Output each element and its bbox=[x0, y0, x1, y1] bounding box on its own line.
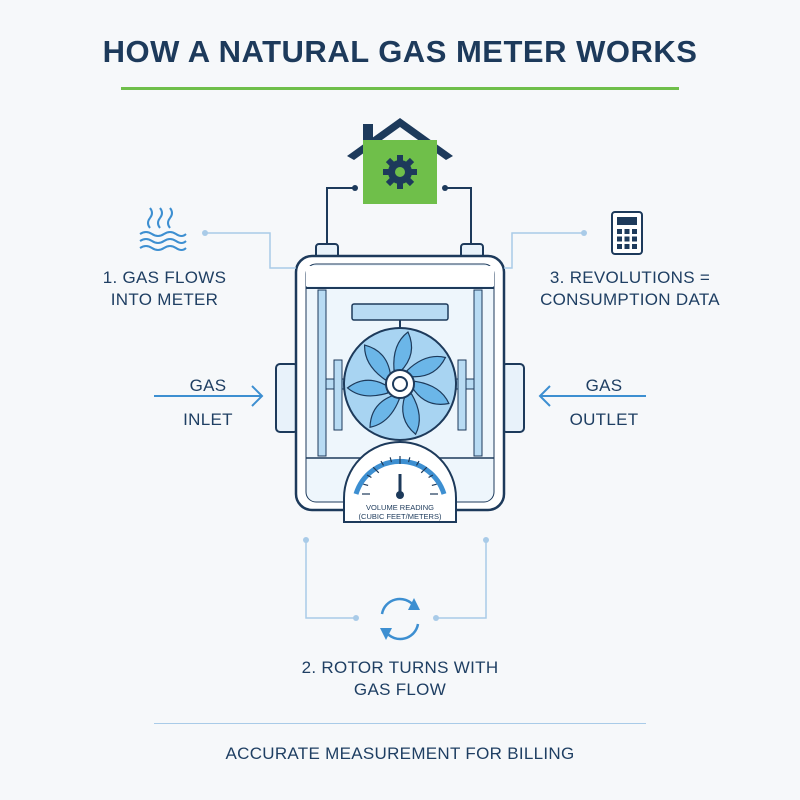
dial-tick bbox=[366, 474, 372, 479]
footer-caption: ACCURATE MEASUREMENT FOR BILLING bbox=[225, 744, 575, 763]
inlet-line2: INLET bbox=[183, 410, 233, 429]
outlet-line2: OUTLET bbox=[569, 410, 639, 429]
step-1-line1: 1. GAS FLOWS bbox=[102, 268, 227, 287]
dial-label-line1: VOLUME READING bbox=[366, 503, 434, 512]
gas-inlet-label: GAS INLET bbox=[168, 369, 248, 437]
step-connectors bbox=[205, 232, 584, 619]
step-2-line1: 2. ROTOR TURNS WITH bbox=[301, 658, 499, 677]
dial-tick bbox=[415, 460, 420, 466]
rotor-fan bbox=[343, 327, 457, 441]
dial-tick bbox=[428, 474, 434, 479]
volume-dial: VOLUME READING (CUBIC FEET/METERS) bbox=[343, 441, 457, 523]
dial-tick bbox=[431, 483, 437, 487]
gas-outlet-label: GAS OUTLET bbox=[556, 369, 652, 437]
page-title: HOW A NATURAL GAS METER WORKS bbox=[102, 34, 698, 69]
step-3-line1: 3. REVOLUTIONS = bbox=[549, 268, 711, 287]
dial-tick bbox=[363, 483, 369, 487]
rotation-arrows-icon bbox=[380, 597, 420, 641]
step-3-line2: CONSUMPTION DATA bbox=[540, 290, 720, 309]
title-underline bbox=[121, 87, 679, 90]
dial-label-line2: (CUBIC FEET/METERS) bbox=[359, 512, 442, 521]
dial-tick bbox=[372, 466, 380, 474]
step-1-label: 1. GAS FLOWS INTO METER bbox=[82, 267, 247, 311]
house-gear-icon bbox=[347, 118, 453, 204]
dial-tick bbox=[389, 457, 393, 463]
outlet-line1: GAS bbox=[585, 376, 623, 395]
gas-waves-icon bbox=[139, 207, 187, 251]
house-connection-wires bbox=[326, 187, 472, 246]
calculator-icon bbox=[611, 211, 643, 255]
step-3-label: 3. REVOLUTIONS = CONSUMPTION DATA bbox=[530, 267, 730, 311]
gas-inlet-arrow bbox=[154, 385, 264, 407]
dial-tick bbox=[420, 466, 428, 474]
gas-outlet-arrow bbox=[538, 385, 646, 407]
inlet-line1: GAS bbox=[189, 376, 227, 395]
step-2-line2: GAS FLOW bbox=[353, 680, 447, 699]
dial-tick bbox=[407, 457, 411, 463]
footer-divider bbox=[154, 723, 646, 724]
dial-tick bbox=[380, 460, 385, 466]
step-2-label: 2. ROTOR TURNS WITH GAS FLOW bbox=[250, 657, 550, 701]
connector-dots bbox=[202, 230, 587, 621]
step-1-line2: INTO METER bbox=[110, 290, 219, 309]
